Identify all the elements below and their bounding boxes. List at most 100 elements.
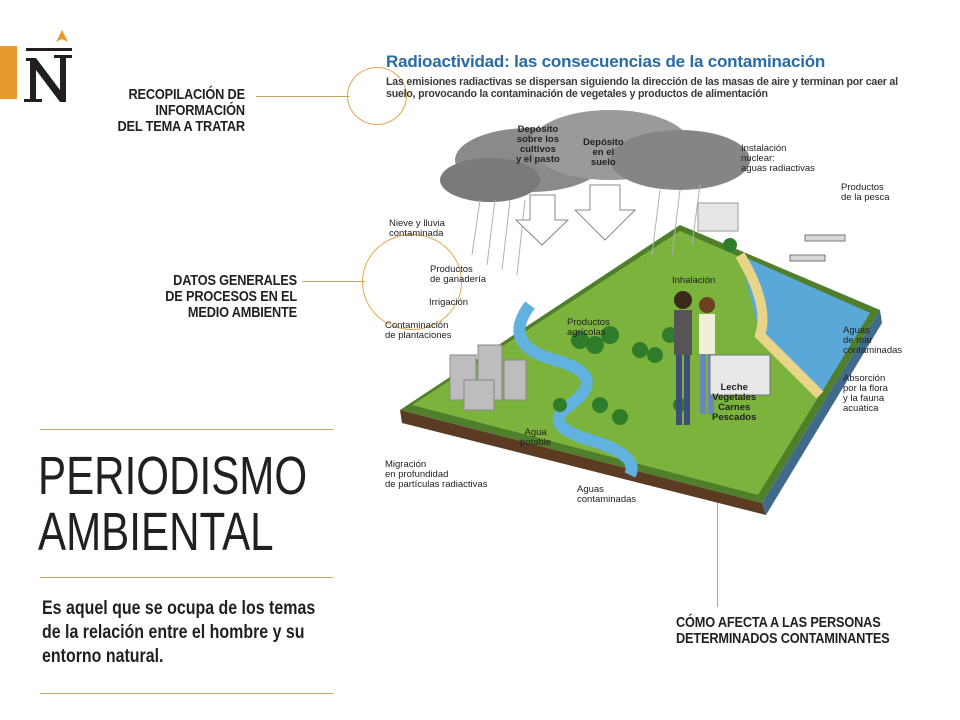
block-side-right <box>762 310 882 515</box>
annotation-line: DETERMINADOS CONTAMINANTES <box>676 630 890 647</box>
label-line: contaminadas <box>843 345 903 356</box>
diagram-subtitle: Las emisiones radiactivas se dispersan s… <box>386 76 898 100</box>
label-line: y la fauna <box>843 393 885 404</box>
description-line: Es aquel que se ocupa de los temas <box>42 598 316 619</box>
n-logo-icon <box>24 30 72 102</box>
label-aguas-mar: Aguas de mar contaminadas <box>843 326 902 356</box>
divider <box>40 577 333 578</box>
label-nieve-lluvia: Nieve y lluvia contaminada <box>389 219 445 239</box>
label-agua-potable: Agua potable <box>520 428 551 448</box>
label-line: Depósito <box>517 124 559 135</box>
boat <box>789 254 826 262</box>
label-instalacion-nuclear: Instalación nuclear: aguas radiactivas <box>741 144 815 174</box>
label-line: agrícolas <box>567 327 606 338</box>
label-line: Pescados <box>712 412 757 423</box>
label-inhalacion: Inhalación <box>672 275 716 286</box>
label-migracion: Migración en profundidad de partículas r… <box>385 460 487 490</box>
label-deposito-suelo: Depósito en el suelo <box>583 138 624 168</box>
label-line: Leche <box>720 382 748 393</box>
label-line: cultivos <box>519 144 556 155</box>
beach <box>735 252 824 399</box>
label-alimentos: Leche Vegetales Carnes Pescados <box>712 383 756 423</box>
description: Es aquel que se ocupa de los temas de la… <box>42 597 315 669</box>
label-ganaderia: Productos de ganadería <box>430 265 486 285</box>
label-line: sobre los <box>516 134 560 145</box>
block-side-front <box>400 410 766 515</box>
label-line: Contaminación <box>385 320 449 331</box>
label-line: de partículas radiactivas <box>385 479 488 490</box>
label-line: potable <box>520 437 552 448</box>
label-line: Nieve y lluvia <box>389 218 445 229</box>
description-line: de la relación entre el hombre y su <box>42 622 305 643</box>
label-line: nuclear: <box>741 153 775 164</box>
label-irrigacion: Irrigación <box>429 297 469 308</box>
annotation-line: DE PROCESOS EN EL <box>165 288 297 305</box>
label-line: Migración <box>385 459 427 470</box>
label-line: Aguas <box>577 484 604 495</box>
label-deposito-cultivos: Depósito sobre los cultivos y el pasto <box>516 125 560 165</box>
divider <box>40 429 333 430</box>
label-line: contaminadas <box>577 494 637 505</box>
title-line: PERIODISMO <box>38 446 308 506</box>
label-line: Depósito <box>583 137 624 148</box>
deposit-arrow <box>573 184 637 241</box>
label-contaminacion-plantaciones: Contaminación de plantaciones <box>385 321 452 341</box>
label-line: Aguas <box>843 325 870 336</box>
divider <box>40 693 333 694</box>
sea-area <box>740 255 870 395</box>
leader-line <box>302 281 365 282</box>
label-line: en profundidad <box>385 469 449 480</box>
label-line: por la flora <box>843 383 888 394</box>
annotation-line: DATOS GENERALES <box>173 272 297 289</box>
shopping-cart <box>709 354 771 396</box>
boat <box>804 234 846 242</box>
annotation-line: RECOPILACIÓN DE <box>128 86 246 103</box>
leader-line <box>256 96 350 97</box>
leader-line <box>717 425 718 607</box>
label-line: de plantaciones <box>385 330 452 341</box>
label-productos-agricolas: Productos agrícolas <box>567 318 610 338</box>
highlight-ring <box>347 67 407 125</box>
label-line: Agua <box>524 427 547 438</box>
label-line: de mar <box>843 335 873 346</box>
description-line: entorno natural. <box>42 646 164 667</box>
nuclear-plant <box>697 202 739 232</box>
label-line: y el pasto <box>516 154 560 165</box>
label-line: Instalación <box>741 143 787 154</box>
annotation-line: DEL TEMA A TRATAR <box>117 118 246 135</box>
highlight-ring <box>362 234 462 330</box>
accent-bar <box>0 46 17 99</box>
landscape-illustration <box>400 110 882 515</box>
rain <box>471 184 701 276</box>
label-line: Carnes <box>718 402 751 413</box>
annotation-line: INFORMACIÓN <box>155 102 245 119</box>
label-line: aguas radiactivas <box>741 163 815 174</box>
river <box>513 301 638 478</box>
title-line: AMBIENTAL <box>38 502 274 562</box>
page-title: PERIODISMO AMBIENTAL <box>38 448 307 560</box>
label-line: Productos <box>567 317 610 328</box>
label-line: de la pesca <box>841 192 890 203</box>
label-line: suelo <box>590 157 616 168</box>
annotation-recopilacion: RECOPILACIÓN DE INFORMACIÓN DEL TEMA A T… <box>117 86 246 135</box>
label-line: Productos <box>841 182 884 193</box>
label-line: en el <box>592 147 615 158</box>
label-line: Vegetales <box>712 392 757 403</box>
cloud <box>610 130 750 190</box>
city <box>449 344 527 411</box>
label-line: de ganadería <box>430 274 486 285</box>
deposit-arrow <box>514 194 570 246</box>
label-line: Absorción <box>843 373 886 384</box>
label-aguas-contaminadas: Aguas contaminadas <box>577 485 636 505</box>
label-line: Productos <box>430 264 473 275</box>
diagram-title: Radioactividad: las consecuencias de la … <box>386 52 826 71</box>
annotation-como-afecta: CÓMO AFECTA A LAS PERSONAS DETERMINADOS … <box>676 615 890 647</box>
annotation-datos: DATOS GENERALES DE PROCESOS EN EL MEDIO … <box>165 273 297 321</box>
label-line: acuática <box>843 403 879 414</box>
label-absorcion: Absorción por la flora y la fauna acuáti… <box>843 374 888 414</box>
label-productos-pesca: Productos de la pesca <box>841 183 890 203</box>
annotation-line: CÓMO AFECTA A LAS PERSONAS <box>676 614 881 631</box>
label-line: contaminada <box>389 228 444 239</box>
annotation-line: MEDIO AMBIENTE <box>187 304 297 321</box>
cloud <box>440 158 540 202</box>
